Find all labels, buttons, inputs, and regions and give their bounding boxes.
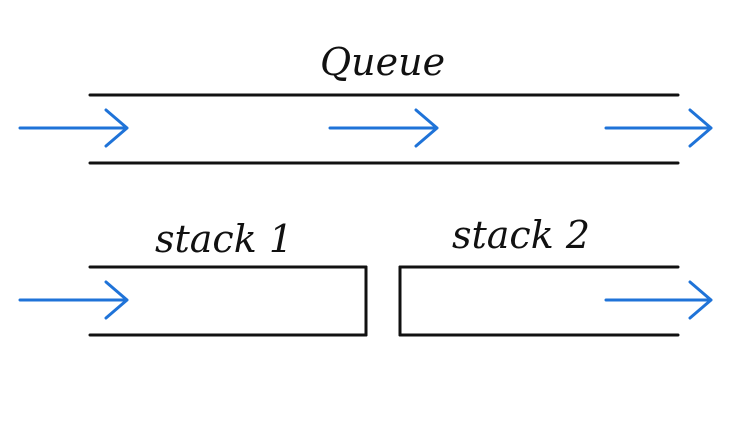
queue-input-arrow bbox=[18, 108, 129, 148]
stack-2-output-arrow bbox=[604, 280, 713, 320]
queue-label: Queue bbox=[320, 40, 445, 84]
stack-2-label: stack 2 bbox=[452, 213, 590, 257]
queue-middle-arrow bbox=[328, 108, 439, 148]
queue-output-arrow bbox=[604, 108, 713, 148]
stack-1-shape bbox=[88, 265, 368, 337]
stack-1-input-arrow bbox=[18, 280, 129, 320]
stack-2-shape bbox=[398, 265, 680, 337]
stack-1-label: stack 1 bbox=[155, 217, 293, 261]
